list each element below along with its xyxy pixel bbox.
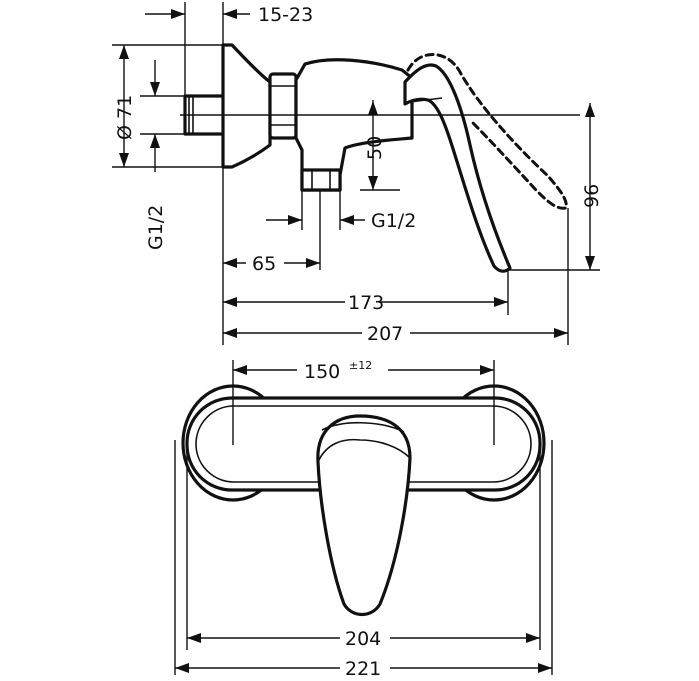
dim-total-depth: 207 xyxy=(367,323,403,345)
dim-lever-reach: 173 xyxy=(348,292,384,314)
dim-lever-height: 96 xyxy=(581,184,603,208)
dim-outlet-drop: 50 xyxy=(364,136,386,160)
dim-inlet-thread: G1/2 xyxy=(145,205,167,250)
dim-escutcheon-diameter: Ø 71 xyxy=(114,95,136,140)
outlet-connector xyxy=(300,168,342,192)
dim-wall-offset: 15-23 xyxy=(258,4,313,26)
dim-center-distance: 150 xyxy=(304,361,340,383)
dim-body-width: 204 xyxy=(345,628,381,650)
mixer-body xyxy=(294,58,414,192)
front-view: 150 ±12 204 221 xyxy=(174,359,553,680)
lever-open-position xyxy=(406,53,568,210)
connection-nut xyxy=(268,72,298,140)
dim-outlet-thread: G1/2 xyxy=(371,210,416,232)
escutcheon xyxy=(221,43,272,169)
lever-front xyxy=(316,414,412,617)
dim-center-tolerance: ±12 xyxy=(349,359,372,372)
lever-handle xyxy=(403,63,512,273)
dim-outlet-distance: 65 xyxy=(252,253,276,275)
side-view: 15-23 Ø 71 G1/2 50 G1/2 65 96 xyxy=(112,2,603,345)
dim-overall-width: 221 xyxy=(345,658,381,680)
